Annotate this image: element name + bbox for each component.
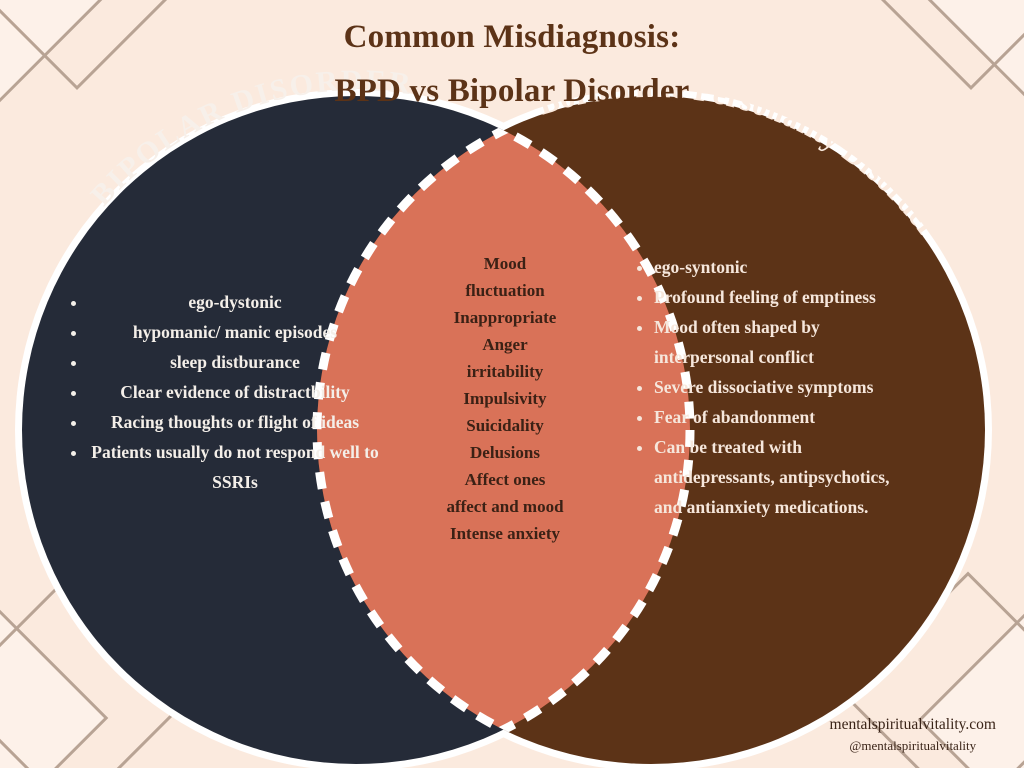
overlap-lens-group bbox=[312, 96, 985, 764]
list-item: ego-syntonic bbox=[654, 252, 918, 282]
footer-branding: mentalspiritualvitality.com @mentalspiri… bbox=[830, 714, 996, 756]
overlap-line: fluctuation bbox=[465, 281, 545, 300]
social-handle[interactable]: @mentalspiritualvitality bbox=[849, 738, 977, 753]
list-item: sleep distburance bbox=[88, 347, 382, 377]
overlap-line: Anger bbox=[482, 335, 528, 354]
overlap-line: Inappropriate bbox=[453, 308, 557, 327]
website-url[interactable]: mentalspiritualvitality.com bbox=[829, 716, 996, 733]
list-item: Profound feeling of emptiness bbox=[654, 282, 918, 312]
overlap-list: Mood fluctuation Inappropriate Anger irr… bbox=[432, 250, 578, 547]
list-item: Clear evidence of distractbility bbox=[88, 377, 382, 407]
overlap-line: Intense anxiety bbox=[449, 524, 561, 543]
list-item: Fear of abandonment bbox=[654, 402, 918, 432]
list-item: hypomanic/ manic episodes bbox=[88, 317, 382, 347]
overlap-line: Affect ones bbox=[464, 470, 546, 489]
list-item: Mood often shaped by interpersonal confl… bbox=[654, 312, 918, 372]
left-bullet-list: ego-dystonic hypomanic/ manic episodes s… bbox=[62, 287, 382, 497]
title-line-1: Common Misdiagnosis: bbox=[343, 19, 681, 55]
list-item: Racing thoughts or flight of ideas bbox=[88, 407, 382, 437]
right-circle-list: ego-syntonic Profound feeling of emptine… bbox=[628, 252, 918, 522]
left-circle-list: ego-dystonic hypomanic/ manic episodes s… bbox=[62, 287, 382, 497]
page-title: Common Misdiagnosis: BPD vs Bipolar Diso… bbox=[0, 14, 1024, 114]
overlap-line: Suicidality bbox=[466, 416, 544, 435]
right-bullet-list: ego-syntonic Profound feeling of emptine… bbox=[628, 252, 918, 522]
list-item: ego-dystonic bbox=[88, 287, 382, 317]
overlap-lens-fill[interactable] bbox=[317, 96, 985, 764]
list-item: Can be treated with antidepressants, ant… bbox=[654, 432, 918, 522]
title-line-2: BPD vs Bipolar Disorder bbox=[334, 73, 690, 109]
overlap-line: Delusions bbox=[470, 443, 540, 462]
overlap-lens-dashed-border-left bbox=[317, 96, 695, 764]
list-item: Severe dissociative symptoms bbox=[654, 372, 918, 402]
overlap-line: irritability bbox=[466, 362, 544, 381]
overlap-line: Impulsivity bbox=[463, 389, 547, 408]
list-item: Patients usually do not respond well to … bbox=[88, 437, 382, 497]
overlap-line: affect and mood bbox=[446, 497, 564, 516]
overlap-line: Mood bbox=[483, 254, 527, 273]
